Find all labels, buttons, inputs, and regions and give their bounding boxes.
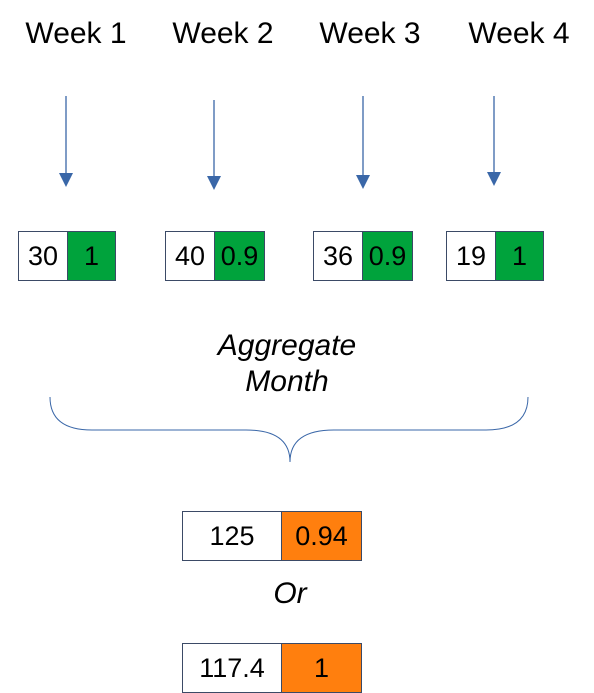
week-4-confidence-cell: 1 — [496, 231, 544, 281]
week-3-confidence-cell: 0.9 — [363, 231, 413, 281]
or-label: Or — [273, 577, 307, 610]
week-4-value-cell: 19 — [446, 231, 496, 281]
week-2-confidence-cell: 0.9 — [215, 231, 265, 281]
week-4-label: Week 4 — [468, 17, 570, 50]
week-2-arrow-icon — [207, 100, 221, 190]
week-3-value-cell: 36 — [313, 231, 363, 281]
week-1-label: Week 1 — [25, 17, 127, 50]
week-1-confidence-cell: 1 — [68, 231, 116, 281]
aggregate-option-2-confidence-cell: 1 — [282, 643, 362, 693]
week-3-arrow-icon — [356, 96, 370, 189]
aggregate-option-1-confidence-cell: 0.94 — [282, 511, 362, 561]
aggregate-label-line2: Month — [245, 365, 329, 398]
week-4-arrow-icon — [487, 96, 501, 186]
aggregate-option-1-value-cell: 125 — [182, 511, 282, 561]
aggregate-brace-icon — [49, 396, 529, 463]
aggregate-option-2-value-cell: 117.4 — [182, 643, 282, 693]
week-1-arrow-icon — [59, 96, 73, 187]
aggregate-label-line1: Aggregate — [217, 329, 357, 362]
week-3-label: Week 3 — [319, 17, 421, 50]
week-2-value-cell: 40 — [165, 231, 215, 281]
week-1-value-cell: 30 — [18, 231, 68, 281]
week-2-label: Week 2 — [172, 17, 274, 50]
